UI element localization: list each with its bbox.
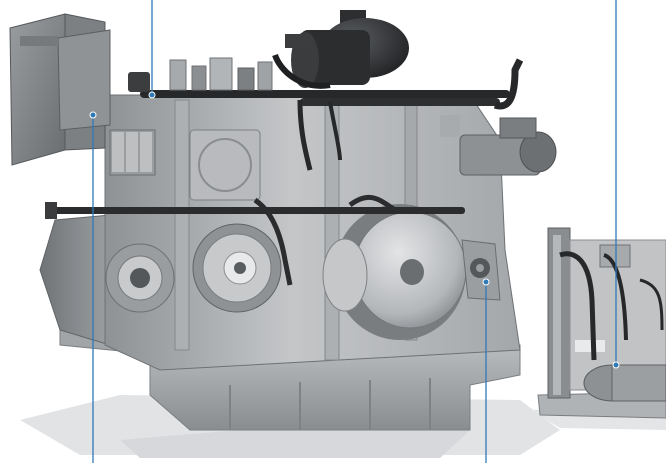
callout-oil-pipe-header xyxy=(148,0,156,99)
intermediate-flange xyxy=(192,223,282,313)
top-motor xyxy=(272,10,409,89)
side-pump xyxy=(440,115,557,176)
valve-cluster xyxy=(128,57,273,92)
oil-pump-module xyxy=(537,227,666,419)
callout-pump-module-pipe xyxy=(612,0,620,369)
oil-pipe-header xyxy=(140,58,524,171)
gearbox-assembly xyxy=(39,10,557,431)
callout-leaders xyxy=(89,0,620,463)
output-flange-sensor xyxy=(461,239,501,301)
callout-output-flange-sensor xyxy=(482,278,490,463)
control-cabinet xyxy=(9,13,156,176)
output-disc xyxy=(322,204,467,340)
callout-control-cabinet xyxy=(89,111,97,463)
mid-oil-pipe xyxy=(45,194,465,286)
input-shaft xyxy=(105,243,175,313)
